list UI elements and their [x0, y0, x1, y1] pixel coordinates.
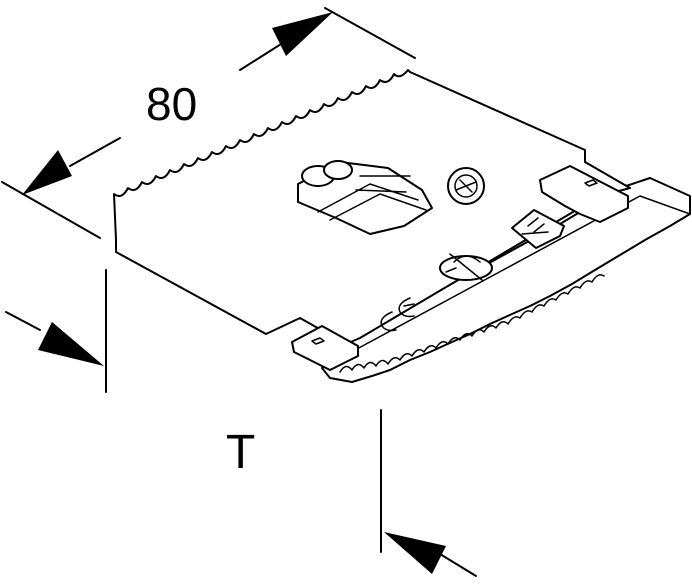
ce-mark-icon	[380, 297, 415, 332]
t-arrowhead-lower-icon	[384, 532, 446, 574]
tab-right	[539, 165, 629, 223]
screw-symbol-icon	[447, 167, 485, 205]
dimension-80-label: 80	[146, 78, 197, 130]
tab-left-hole	[311, 337, 325, 345]
plate-serration-lower	[339, 274, 605, 373]
dimension-80: 80	[1, 7, 416, 239]
plate-front-edge	[115, 251, 267, 335]
extension-line-left	[1, 181, 101, 239]
tab-right-hole	[584, 179, 598, 187]
t-arrowhead-upper-icon	[38, 322, 104, 366]
dimension-T: T	[5, 269, 477, 577]
dimension-line-lower	[69, 137, 121, 167]
t-dimension-line-upper	[5, 311, 41, 331]
plate-rail-inner-line	[343, 195, 691, 357]
dimension-T-label: T	[226, 426, 255, 479]
connector-plate	[113, 69, 691, 383]
ground-symbol-icon	[439, 253, 493, 281]
t-dimension-line-lower	[439, 553, 477, 577]
chemical-warning-icon	[511, 209, 565, 249]
tab-left	[291, 325, 359, 371]
extension-line-right	[324, 7, 416, 59]
clamp-assembly	[297, 160, 433, 235]
arrowhead-upper-icon	[272, 12, 333, 56]
arrowhead-lower-icon	[22, 150, 72, 195]
plate-lower-rail	[321, 177, 691, 383]
